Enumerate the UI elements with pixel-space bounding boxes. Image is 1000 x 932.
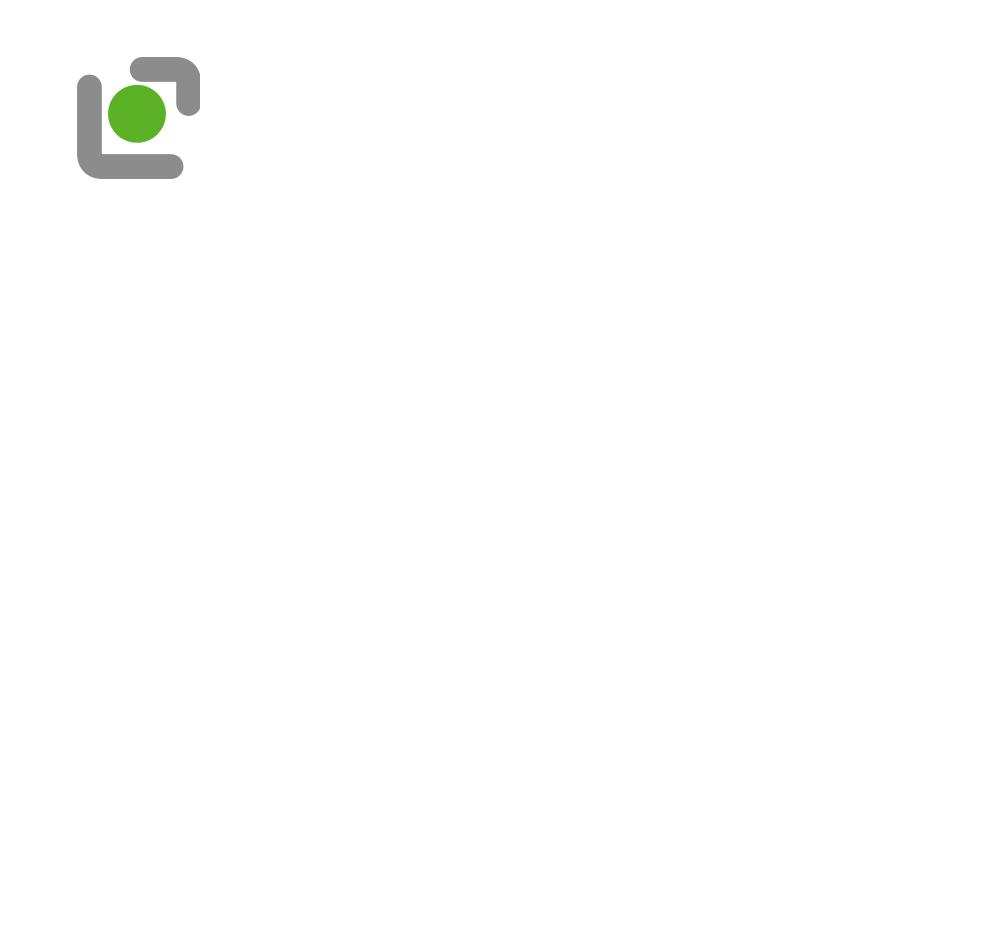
agency-logo-icon [77, 57, 202, 179]
agency-logo [48, 56, 228, 187]
